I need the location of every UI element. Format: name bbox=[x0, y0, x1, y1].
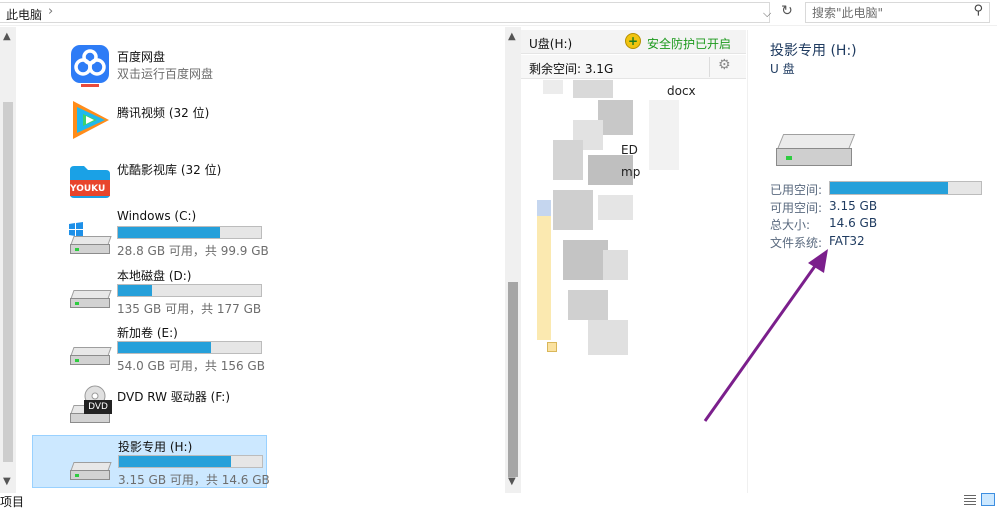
left-scrollbar[interactable]: ▲ ▼ bbox=[0, 27, 16, 493]
item-subtitle: 135 GB 可用，共 177 GB bbox=[117, 302, 262, 316]
usage-bar bbox=[117, 226, 262, 239]
item-subtitle: 54.0 GB 可用，共 156 GB bbox=[117, 359, 265, 373]
refresh-icon[interactable]: ↻ bbox=[781, 3, 793, 19]
status-bar: 项目 bbox=[0, 493, 997, 509]
remaining-space: 剩余空间: 3.1G bbox=[529, 62, 614, 76]
used-space-label: 已用空间: bbox=[770, 183, 823, 197]
file-fragment: ED bbox=[621, 143, 638, 157]
details-usage-bar bbox=[829, 181, 982, 195]
scroll-down-icon[interactable]: ▼ bbox=[508, 476, 516, 487]
item-name: DVD RW 驱动器 (F:) bbox=[117, 390, 231, 404]
list-item-dvd-drive[interactable]: DVD DVD RW 驱动器 (F:) bbox=[32, 383, 267, 431]
total-size-label: 总大小: bbox=[770, 218, 811, 232]
address-path[interactable]: 此电脑 bbox=[6, 8, 43, 22]
list-item-drive-h[interactable]: 投影专用 (H:) 3.15 GB 可用，共 14.6 GB bbox=[32, 435, 270, 488]
address-bar: 此电脑 › ⌵ ↻ ⚲ bbox=[0, 0, 997, 26]
baidu-netdisk-icon bbox=[71, 45, 109, 87]
scrollbar-thumb[interactable] bbox=[3, 102, 13, 462]
list-item-drive-d[interactable]: 本地磁盘 (D:) 135 GB 可用，共 177 GB bbox=[32, 264, 267, 316]
usage-bar bbox=[117, 341, 262, 354]
usage-bar-fill bbox=[119, 456, 231, 467]
details-drive-type: U 盘 bbox=[770, 62, 795, 76]
item-name: 优酷影视库 (32 位) bbox=[117, 163, 222, 177]
item-name: 百度网盘 bbox=[117, 50, 166, 64]
search-box[interactable]: ⚲ bbox=[805, 2, 990, 23]
usage-bar bbox=[117, 284, 262, 297]
drive-icon bbox=[70, 462, 112, 480]
youku-icon-label: YOUKU bbox=[70, 184, 106, 194]
address-dropdown-icon[interactable]: ⌵ bbox=[763, 7, 772, 20]
scroll-up-icon[interactable]: ▲ bbox=[3, 31, 11, 42]
status-item-count: 项目 bbox=[0, 495, 25, 509]
free-space-value: 3.15 GB bbox=[829, 199, 878, 213]
drive-icon bbox=[70, 290, 112, 308]
item-name: Windows (C:) bbox=[117, 209, 197, 223]
file-fragment: docx bbox=[667, 84, 696, 98]
protection-status[interactable]: 安全防护已开启 bbox=[647, 37, 732, 51]
usb-file-list: docx ED mp bbox=[521, 80, 746, 493]
tencent-video-icon bbox=[73, 101, 109, 139]
drive-large-icon bbox=[776, 134, 856, 168]
usb-panel-subheader: 剩余空间: 3.1G ⚙ bbox=[521, 55, 746, 79]
shield-plus-icon: + bbox=[625, 33, 641, 49]
usage-bar-fill bbox=[118, 285, 153, 296]
scrollbar-thumb[interactable] bbox=[508, 282, 518, 477]
usage-bar-fill bbox=[118, 342, 211, 353]
search-icon[interactable]: ⚲ bbox=[973, 3, 983, 18]
youku-icon bbox=[70, 166, 110, 198]
total-size-value: 14.6 GB bbox=[829, 216, 878, 230]
item-name: 腾讯视频 (32 位) bbox=[117, 106, 210, 120]
usb-panel-header: U盘(H:) + 安全防护已开启 bbox=[521, 30, 746, 54]
address-field[interactable]: 此电脑 › ⌵ bbox=[0, 2, 772, 23]
gear-icon[interactable]: ⚙ bbox=[718, 57, 731, 73]
item-name: 新加卷 (E:) bbox=[117, 326, 178, 340]
item-subtitle: 3.15 GB 可用，共 14.6 GB bbox=[118, 473, 270, 487]
list-item-tencent-video[interactable]: 腾讯视频 (32 位) bbox=[32, 95, 267, 145]
item-name: 本地磁盘 (D:) bbox=[117, 269, 192, 283]
list-item-youku[interactable]: YOUKU 优酷影视库 (32 位) bbox=[32, 152, 267, 202]
drive-icon bbox=[70, 347, 112, 365]
tiles-view-icon[interactable] bbox=[981, 493, 995, 506]
free-space-label: 可用空间: bbox=[770, 201, 823, 215]
windows-logo-icon bbox=[69, 222, 83, 237]
dvd-label: DVD bbox=[84, 400, 112, 414]
middle-scrollbar[interactable]: ▲ ▼ bbox=[505, 27, 521, 493]
usage-bar bbox=[118, 455, 263, 468]
details-view-icon[interactable] bbox=[963, 494, 977, 506]
details-pane: 投影专用 (H:) U 盘 已用空间: 可用空间: 3.15 GB 总大小: 1… bbox=[747, 30, 997, 493]
breadcrumb-chevron-icon[interactable]: › bbox=[48, 4, 54, 19]
details-drive-name: 投影专用 (H:) bbox=[770, 43, 857, 59]
details-usage-bar-fill bbox=[830, 182, 948, 194]
blurred-file-list bbox=[537, 80, 643, 360]
windows-drive-icon bbox=[70, 236, 112, 254]
item-subtitle: 28.8 GB 可用，共 99.9 GB bbox=[117, 244, 269, 258]
file-fragment: mp bbox=[621, 165, 641, 179]
list-item-drive-c[interactable]: Windows (C:) 28.8 GB 可用，共 99.9 GB bbox=[32, 206, 269, 258]
usb-title: U盘(H:) bbox=[529, 37, 573, 51]
search-input[interactable] bbox=[812, 5, 962, 20]
list-item-drive-e[interactable]: 新加卷 (E:) 54.0 GB 可用，共 156 GB bbox=[32, 321, 267, 373]
scroll-up-icon[interactable]: ▲ bbox=[508, 31, 516, 42]
scroll-down-icon[interactable]: ▼ bbox=[3, 476, 11, 487]
usage-bar-fill bbox=[118, 227, 220, 238]
filesystem-label: 文件系统: bbox=[770, 236, 823, 250]
list-item-baidu-netdisk[interactable]: 百度网盘 双击运行百度网盘 bbox=[32, 40, 267, 92]
item-name: 投影专用 (H:) bbox=[118, 440, 193, 454]
item-subtitle: 双击运行百度网盘 bbox=[117, 67, 214, 81]
filesystem-value: FAT32 bbox=[829, 234, 865, 248]
